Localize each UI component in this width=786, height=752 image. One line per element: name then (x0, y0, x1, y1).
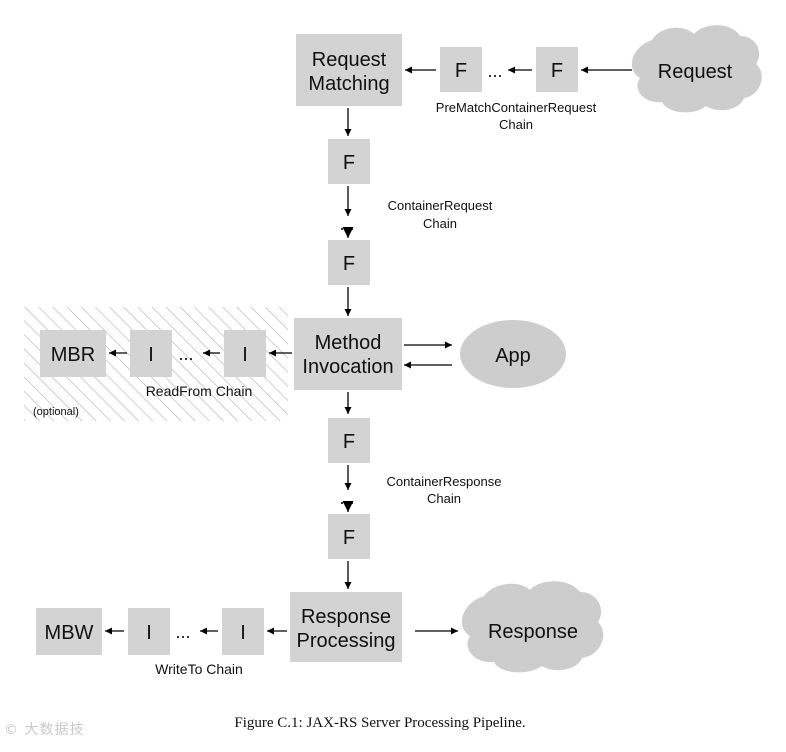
response-filter-2-label: F (343, 527, 355, 549)
optional-label: (optional) (33, 406, 79, 418)
request-filter-1-label: F (343, 152, 355, 174)
response-chain-label-2: Chain (427, 491, 461, 506)
response-filter-1: F (328, 418, 370, 463)
app-label: App (495, 345, 531, 367)
request-cloud-label: Request (658, 61, 733, 83)
writeto-ellipsis: ... (175, 622, 190, 642)
request-filter-1: F (328, 139, 370, 184)
mbw-box: MBW (36, 608, 102, 655)
request-filter-2: F (328, 240, 370, 285)
figure-caption: Figure C.1: JAX-RS Server Processing Pip… (234, 715, 525, 731)
response-processing-label-1: Response (301, 606, 391, 628)
writeto-interceptor-2-label: I (240, 622, 246, 644)
method-invocation-label-1: Method (315, 332, 382, 354)
writeto-interceptor-2: I (222, 608, 264, 655)
prematch-chain-label-1: PreMatchContainerRequest (436, 100, 597, 115)
mbr-label: MBR (51, 344, 95, 366)
readfrom-interceptor-2: I (224, 330, 266, 377)
request-matching-box: Request Matching (296, 34, 402, 106)
writeto-interceptor-1: I (128, 608, 170, 655)
request-chain-ellipsis: ... (339, 214, 354, 234)
prematch-filter-1-label: F (455, 60, 467, 82)
response-cloud-label: Response (488, 621, 578, 643)
watermark: © 大数据技 (4, 722, 85, 738)
response-cloud: Response (461, 581, 604, 673)
response-processing-box: Response Processing (290, 592, 402, 662)
arrows (105, 66, 632, 635)
writeto-interceptor-1-label: I (146, 622, 152, 644)
prematch-filter-1: F (440, 47, 482, 92)
readfrom-chain-label: ReadFrom Chain (146, 383, 253, 399)
request-matching-label-1: Request (312, 49, 387, 71)
response-chain-ellipsis: ... (339, 488, 354, 508)
prematch-filter-2: F (536, 47, 578, 92)
request-filter-2-label: F (343, 253, 355, 275)
readfrom-interceptor-1-label: I (148, 344, 154, 366)
response-chain-label-1: ContainerResponse (387, 474, 502, 489)
response-filter-2: F (328, 514, 370, 559)
request-matching-label-2: Matching (308, 73, 389, 95)
method-invocation-label-2: Invocation (302, 356, 393, 378)
method-invocation-box: Method Invocation (294, 318, 402, 390)
app-node: App (460, 320, 566, 388)
readfrom-ellipsis: ... (178, 344, 193, 364)
readfrom-interceptor-1: I (130, 330, 172, 377)
response-processing-label-2: Processing (297, 630, 396, 652)
writeto-chain-label: WriteTo Chain (155, 661, 243, 677)
prematch-filter-2-label: F (551, 60, 563, 82)
response-filter-1-label: F (343, 431, 355, 453)
request-cloud: Request (631, 25, 762, 113)
mbw-label: MBW (45, 622, 94, 644)
readfrom-interceptor-2-label: I (242, 344, 248, 366)
mbr-box: MBR (40, 330, 106, 377)
request-chain-label-1: ContainerRequest (388, 198, 493, 213)
prematch-chain-label-2: Chain (499, 117, 533, 132)
prematch-ellipsis: ... (487, 61, 502, 81)
request-chain-label-2: Chain (423, 216, 457, 231)
